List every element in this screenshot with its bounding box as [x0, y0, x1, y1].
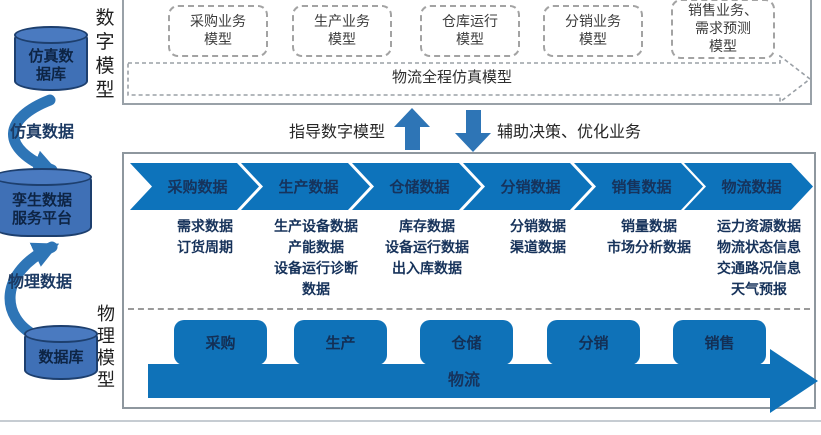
bottom-divider-line	[0, 420, 821, 422]
text-line: 生产设备数据	[274, 219, 358, 235]
digital-model-side-label: 数字模型	[94, 6, 116, 102]
text-line: 物	[97, 304, 115, 325]
down-arrow-head	[455, 133, 491, 152]
twin-data-platform-label: 孪生数据服务平台	[0, 191, 90, 227]
down-arrow-icon	[455, 110, 491, 152]
logistics-flow-label: 物流	[447, 370, 480, 389]
up-arrow-shaft	[404, 127, 420, 150]
data-detail-column: 库存数据设备运行数据出入库数据	[357, 217, 497, 280]
business-model-box: 采购业务模型	[168, 5, 268, 57]
text-line: 设备运行数据	[385, 240, 469, 256]
simulation-data-label: 仿真数据	[10, 122, 75, 141]
data-detail-column: 销量数据市场分析数据	[579, 217, 719, 259]
text-line: 型	[97, 370, 115, 391]
process-box: 生产	[294, 320, 387, 365]
text-line: 市场分析数据	[607, 240, 691, 256]
text-line: 模	[95, 55, 115, 77]
text-line: 数据库	[38, 348, 84, 366]
text-line: 模型	[709, 39, 737, 55]
text-line: 模型	[456, 32, 484, 48]
text-line: 天气预报	[731, 282, 787, 298]
up-arrow-head	[394, 108, 430, 127]
simulation-model-dashed-arrow	[127, 55, 812, 103]
text-line: 库存数据	[399, 219, 455, 235]
logistics-flow-arrow-head	[770, 349, 818, 413]
physical-data-flow-arrow	[4, 241, 60, 342]
text-line: 采购业务	[190, 14, 246, 30]
text-line: 需求数据	[177, 219, 233, 235]
text-line: 孪生数据	[11, 191, 72, 209]
data-chevron: 物流数据	[684, 163, 813, 210]
text-line: 仿真数	[28, 47, 74, 65]
down-arrow-shaft	[465, 110, 481, 133]
text-line: 据库	[35, 65, 66, 83]
data-chevron: 采购数据	[130, 163, 259, 210]
text-line: 模型	[204, 32, 232, 48]
guide-digital-model-label: 指导数字模型	[289, 122, 386, 141]
business-model-box: 分销业务模型	[543, 5, 643, 57]
text-line: 分销数据	[510, 219, 566, 235]
business-model-box: 销售业务、需求预测模型	[671, 0, 775, 59]
physical-database-cylinder: 数据库	[24, 325, 98, 380]
dashed-divider	[128, 308, 810, 310]
text-line: 渠道数据	[510, 240, 566, 256]
physical-model-side-label: 物理模型	[95, 304, 117, 392]
text-line: 产能数据	[288, 240, 344, 256]
process-box: 销售	[673, 320, 766, 365]
text-line: 生产业务	[314, 14, 370, 30]
text-line: 分销业务	[565, 14, 621, 30]
process-box: 仓储	[420, 320, 513, 365]
physical-database-label: 数据库	[26, 348, 96, 366]
text-line: 型	[95, 79, 115, 101]
text-line: 模	[97, 348, 115, 369]
data-chevron: 生产数据	[241, 163, 370, 210]
data-detail-column: 分销数据渠道数据	[468, 217, 608, 259]
text-line: 设备运行诊断	[274, 261, 358, 277]
digital-model-section: 采购业务模型生产业务模型仓库运行模型分销业务模型销售业务、需求预测模型	[122, 0, 812, 105]
up-arrow-icon	[394, 108, 430, 150]
text-line: 数据	[302, 282, 330, 298]
text-line: 模型	[328, 32, 356, 48]
text-line: 运力资源数据	[717, 219, 801, 235]
text-line: 物流状态信息	[717, 240, 801, 256]
text-line: 销量数据	[621, 219, 677, 235]
curved-connector-arrows	[4, 94, 60, 342]
text-line: 字	[95, 31, 115, 53]
text-line: 服务平台	[11, 209, 72, 227]
business-model-box: 生产业务模型	[292, 5, 392, 57]
twin-data-section: 采购数据生产数据仓储数据分销数据销售数据物流数据 需求数据订货周期生产设备数据产…	[122, 152, 818, 413]
data-chevron: 仓储数据	[352, 163, 481, 210]
text-line: 模型	[579, 32, 607, 48]
simulation-arrow-label: 物流全程仿真模型	[391, 68, 512, 86]
twin-data-platform-cylinder: 孪生数据服务平台	[0, 168, 92, 237]
text-line: 需求预测	[695, 21, 751, 37]
text-line: 出入库数据	[392, 261, 462, 277]
text-line: 订货周期	[177, 240, 233, 256]
assist-decision-label: 辅助决策、优化业务	[497, 122, 642, 141]
process-box: 采购	[174, 320, 267, 365]
process-box: 分销	[547, 320, 640, 365]
data-chevron: 分销数据	[463, 163, 592, 210]
text-line: 销售业务、	[688, 3, 758, 19]
business-model-box: 仓库运行模型	[420, 5, 520, 57]
simulation-database-label: 仿真数据库	[16, 47, 86, 83]
data-chevron: 销售数据	[574, 163, 703, 210]
simulation-database-cylinder: 仿真数据库	[14, 26, 88, 91]
text-line: 数	[95, 7, 115, 29]
text-line: 交通路况信息	[717, 261, 801, 277]
text-line: 仓库运行	[442, 14, 498, 30]
text-line: 理	[97, 326, 115, 347]
data-detail-column: 运力资源数据物流状态信息交通路况信息天气预报	[689, 217, 821, 301]
physical-data-label: 物理数据	[8, 272, 73, 291]
data-detail-column: 生产设备数据产能数据设备运行诊断数据	[246, 217, 386, 301]
logistics-flow-arrow-shaft	[148, 364, 770, 398]
data-detail-column: 需求数据订货周期	[135, 217, 275, 259]
sim-data-flow-arrow	[8, 94, 60, 176]
